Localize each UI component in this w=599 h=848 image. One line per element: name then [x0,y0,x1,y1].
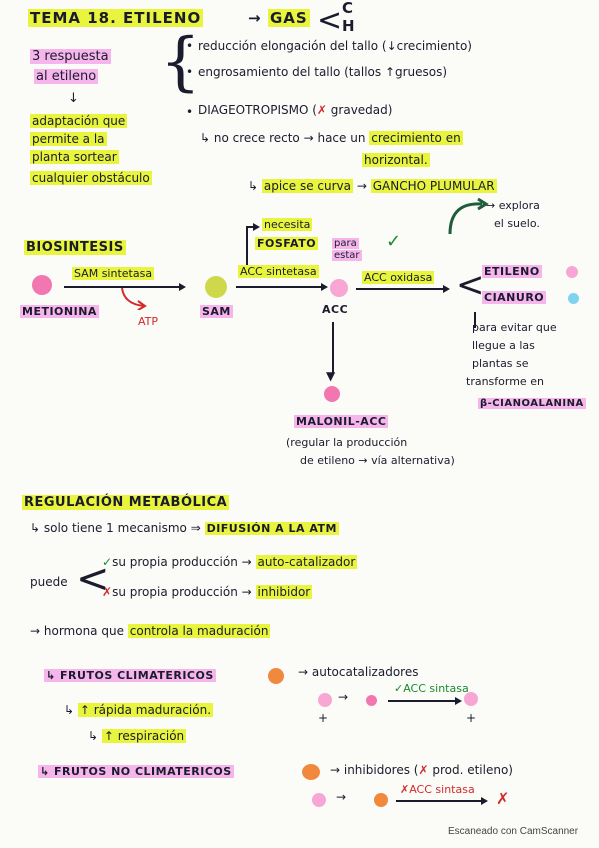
responses-label-2: al etileno [34,69,99,84]
biosynthesis-title: BIOSINTESIS [24,240,126,255]
responses-down-arrow: ↓ [68,91,79,106]
inhibits-production: ✗su propia producción → inhibidor [102,585,313,599]
needs-check-icon: ✓ [386,231,402,252]
metionina-dot [32,275,52,295]
needs-line-2: FOSFATO [255,237,319,250]
needs-connector-vertical [246,226,248,266]
clim-row-arrow: → [338,690,349,704]
title-c: C [342,0,355,17]
avoid-line-4: transforme en [466,375,544,388]
regulate-line-1: (regular la producción [286,436,408,449]
acc-to-malonil-arrowhead: ▼ [326,369,336,383]
clim-row-dot-2 [366,695,377,706]
bullet-3-sub-2: horizontal. [362,153,430,167]
regulation-title: REGULACIÓN METABÓLICA [22,495,230,510]
avoid-line-1: para evitar que [472,321,557,334]
non-clim-arrow-label: → inhibidores (✗ prod. etileno) [330,763,513,777]
clim-sub-1: ↳ ↑ rápida maduración. [64,703,214,717]
bullet-2: engrosamiento del tallo (tallos ↑gruesos… [198,65,448,79]
own-production: ✓su propia producción → auto-catalizador [102,555,358,569]
plus-2: + [466,711,477,725]
bullet-1: reducción elongación del tallo (↓crecimi… [198,39,472,53]
bullet-3-sub-3: ↳ apice se curva → GANCHO PLUMULAR [248,179,497,193]
cianuro-label: CIANURO [482,291,547,304]
metionina-to-sam-arrow [64,283,186,291]
non-climacteric-label: ↳ FRUTOS NO CLIMATERICOS [38,765,234,778]
responses-label-1: 3 respuesta [30,49,111,64]
atp-label: ATP [138,315,159,328]
cianuro-dot [568,293,579,304]
acc-label: ACC [322,303,349,316]
nonclim-x-icon: ✗ [496,789,510,808]
explore-line-1: → explora [486,199,540,212]
acc-dot [330,279,348,297]
needs-connector-arrow [246,223,260,231]
clim-row-dot-1 [318,693,332,707]
can-lt: < [76,556,110,602]
nonclim-enzyme-arrow [396,797,488,805]
etileno-dot [566,266,578,278]
sam-label: SAM [200,305,233,318]
title-arrow: → [248,9,262,27]
bullet-2-dot: • [186,65,194,79]
clim-enzyme-label: ✓ACC sintasa [394,682,469,695]
bullet-1-dot: • [186,39,194,53]
acc-to-products-arrow [356,285,450,293]
needs-line-4: estar [332,250,362,261]
page-title: TEMA 18. ETILENO [28,9,204,27]
needs-line-3: para [332,238,359,249]
adaptation-line-3: planta sortear [30,150,119,164]
climacteric-label: ↳ FRUTOS CLIMATERICOS [44,669,216,682]
malonil-label: MALONIL-ACC [294,415,389,428]
adaptation-line-4: cualquier obstáculo [30,171,152,185]
needs-line-1: necesita [262,218,313,231]
metionina-label: METIONINA [20,305,99,318]
hormone-line: → hormona que controla la maduración [30,624,271,638]
climacteric-fruit-icon [268,668,284,684]
avoid-line-2: llegue a las [472,339,535,352]
regulation-only: ↳ solo tiene 1 mecanismo ⇒ DIFUSIÓN A LA… [30,521,339,535]
malonil-dot [324,386,340,402]
nonclim-row-dot-1 [312,793,326,807]
sam-to-acc-arrow [236,283,328,291]
cianuro-connector [474,312,476,328]
hook-arrow-icon [448,197,489,235]
acc-to-malonil-line [332,322,334,374]
plus-1: + [318,711,329,725]
regulate-line-2: de etileno → vía alternativa) [300,454,455,467]
bullet-3-sub-1: ↳ no crece recto → hace un crecimiento e… [200,131,463,145]
bullet-3-dot: • [186,105,194,119]
nonclim-row-fruit [374,793,388,807]
etileno-label: ETILENO [482,265,542,278]
products-lt: < [456,265,485,305]
nonclim-enzyme-label: ✗ACC sintasa [400,783,475,796]
explore-line-2: el suelo. [494,217,540,230]
clim-sub-2: ↳ ↑ respiración [88,729,187,743]
avoid-line-3: plantas se [472,357,529,370]
can-label: puede [30,575,68,589]
adaptation-line-2: permite a la [30,132,107,146]
scanner-footer: Escaneado con CamScanner [448,826,579,837]
adaptation-line-1: adaptación que [30,114,128,128]
sam-dot [205,276,227,298]
beta-cianoalanina: β-CIANOALANINA [478,398,586,409]
nonclim-row-arrow: → [336,790,347,804]
responses-brace: { [160,25,201,99]
non-climacteric-fruit-icon [302,764,320,780]
atp-curve-icon [121,287,147,310]
title-lt: < [317,3,343,38]
acc-enzyme-label: ACC sintetasa [238,265,319,278]
clim-enzyme-arrow [388,697,462,705]
oxidase-label: ACC oxidasa [362,271,435,284]
title-gas: GAS [268,9,310,27]
title-h: H [342,17,356,35]
climacteric-arrow-label: → autocatalizadores [298,665,419,679]
sam-enzyme-label: SAM sintetasa [72,267,155,280]
clim-row-dot-3 [464,692,478,706]
bullet-3: DIAGEOTROPISMO (✗ gravedad) [198,103,393,117]
